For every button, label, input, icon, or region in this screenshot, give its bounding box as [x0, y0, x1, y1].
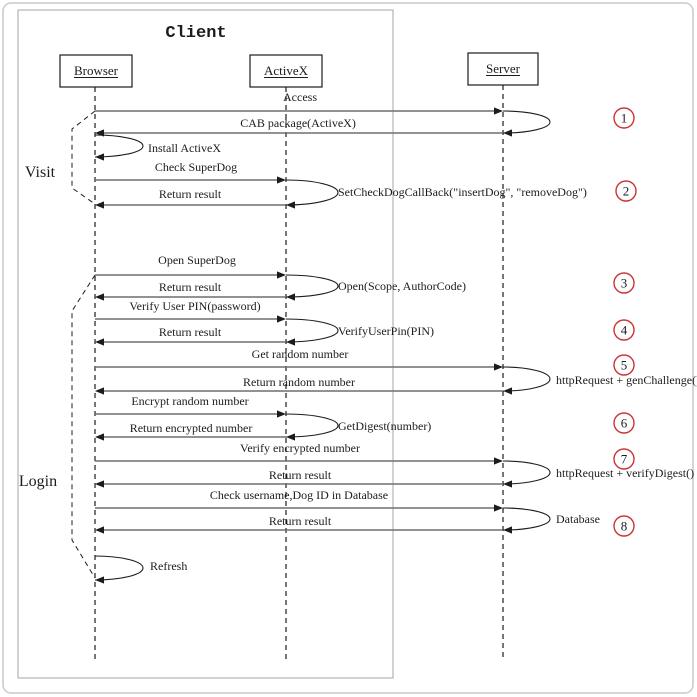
message-arrowhead-2 — [277, 176, 286, 184]
message-label-14: Check username,Dog ID in Database — [210, 488, 388, 502]
step-badge-4 — [613, 319, 635, 341]
step-badge-5 — [613, 354, 635, 376]
message-label-7: Return result — [159, 325, 222, 339]
actor-box-activex — [249, 54, 323, 88]
actor-label-browser: Browser — [74, 63, 119, 78]
message-arrowhead-12 — [494, 457, 503, 465]
loop-arrowhead-0 — [503, 129, 512, 137]
message-label-2: Check SuperDog — [155, 160, 237, 174]
loop-arrowhead-1 — [95, 153, 104, 161]
loop-arc-browser-1 — [94, 134, 144, 158]
message-arrowhead-5 — [95, 293, 104, 301]
loop-arc-server-7 — [502, 460, 551, 485]
message-arrowhead-0 — [494, 107, 503, 115]
loop-arc-server-8 — [502, 507, 551, 531]
loop-label-7: httpRequest + verifyDigest() — [556, 466, 694, 480]
message-arrowhead-14 — [494, 504, 503, 512]
message-label-1: CAB package(ActiveX) — [240, 116, 356, 130]
loop-label-6: GetDigest(number) — [338, 419, 431, 433]
step-badge-8 — [613, 515, 635, 537]
phase-label-login: Login — [19, 473, 57, 490]
message-arrowhead-6 — [277, 315, 286, 323]
step-number-7: 7 — [621, 452, 628, 467]
actor-label-activex: ActiveX — [264, 63, 309, 78]
message-label-11: Return encrypted number — [130, 421, 253, 435]
loop-label-2: SetCheckDogCallBack("insertDog", "remove… — [338, 185, 587, 199]
message-arrowhead-10 — [277, 410, 286, 418]
actor-box-server — [467, 52, 539, 86]
message-label-5: Return result — [159, 280, 222, 294]
phase-bracket-login — [71, 274, 96, 579]
loop-label-5: httpRequest + genChallenge() — [556, 373, 697, 387]
message-arrowhead-4 — [277, 271, 286, 279]
loop-arrowhead-9 — [95, 576, 104, 584]
message-arrowhead-8 — [494, 363, 503, 371]
step-number-3: 3 — [621, 276, 628, 291]
loop-arc-server-5 — [502, 366, 551, 392]
actor-box-browser — [59, 54, 133, 88]
loop-arc-server-0 — [502, 110, 551, 134]
loop-arrowhead-2 — [286, 201, 295, 209]
loop-arrowhead-8 — [503, 526, 512, 534]
message-label-12: Verify encrypted number — [240, 441, 360, 455]
loop-arrowhead-6 — [286, 433, 295, 441]
message-label-13: Return result — [269, 468, 332, 482]
step-badge-6 — [613, 412, 635, 434]
loop-label-4: VerifyUserPin(PIN) — [338, 324, 434, 338]
frame-title: Client — [165, 24, 226, 43]
message-label-9: Return random number — [243, 375, 355, 389]
message-label-0: Access — [283, 90, 317, 104]
message-arrowhead-9 — [95, 387, 104, 395]
step-number-5: 5 — [621, 358, 628, 373]
message-label-4: Open SuperDog — [158, 253, 236, 267]
phase-label-visit: Visit — [25, 164, 56, 181]
client-frame — [17, 9, 394, 679]
loop-arrowhead-4 — [286, 338, 295, 346]
step-badge-1 — [613, 107, 635, 129]
message-label-3: Return result — [159, 187, 222, 201]
message-arrowhead-15 — [95, 526, 104, 534]
loop-label-3: Open(Scope, AuthorCode) — [338, 279, 466, 293]
message-arrowhead-3 — [95, 201, 104, 209]
step-number-4: 4 — [621, 323, 628, 338]
message-arrowhead-13 — [95, 480, 104, 488]
loop-label-9: Refresh — [150, 559, 187, 573]
message-label-15: Return result — [269, 514, 332, 528]
loop-arrowhead-7 — [503, 480, 512, 488]
loop-arrowhead-5 — [503, 387, 512, 395]
step-badge-3 — [613, 272, 635, 294]
message-label-6: Verify User PIN(password) — [129, 299, 260, 313]
loop-arc-activex-2 — [285, 179, 339, 206]
message-label-10: Encrypt random number — [131, 394, 248, 408]
actor-label-server: Server — [486, 61, 521, 76]
message-label-8: Get random number — [252, 347, 349, 361]
loop-arc-activex-4 — [285, 318, 339, 343]
message-arrowhead-7 — [95, 338, 104, 346]
loop-arc-browser-9 — [94, 555, 144, 581]
step-badge-7 — [613, 448, 635, 470]
step-number-8: 8 — [621, 519, 628, 534]
step-number-1: 1 — [621, 111, 628, 126]
loop-arc-activex-6 — [285, 413, 339, 438]
step-badge-2 — [615, 180, 637, 202]
message-arrowhead-11 — [95, 433, 104, 441]
step-number-6: 6 — [621, 416, 628, 431]
loop-arrowhead-3 — [286, 293, 295, 301]
loop-label-8: Database — [556, 512, 600, 526]
loop-label-1: Install ActiveX — [148, 141, 221, 155]
phase-bracket-visit — [71, 110, 96, 205]
step-number-2: 2 — [623, 184, 630, 199]
loop-arc-activex-3 — [285, 274, 339, 298]
